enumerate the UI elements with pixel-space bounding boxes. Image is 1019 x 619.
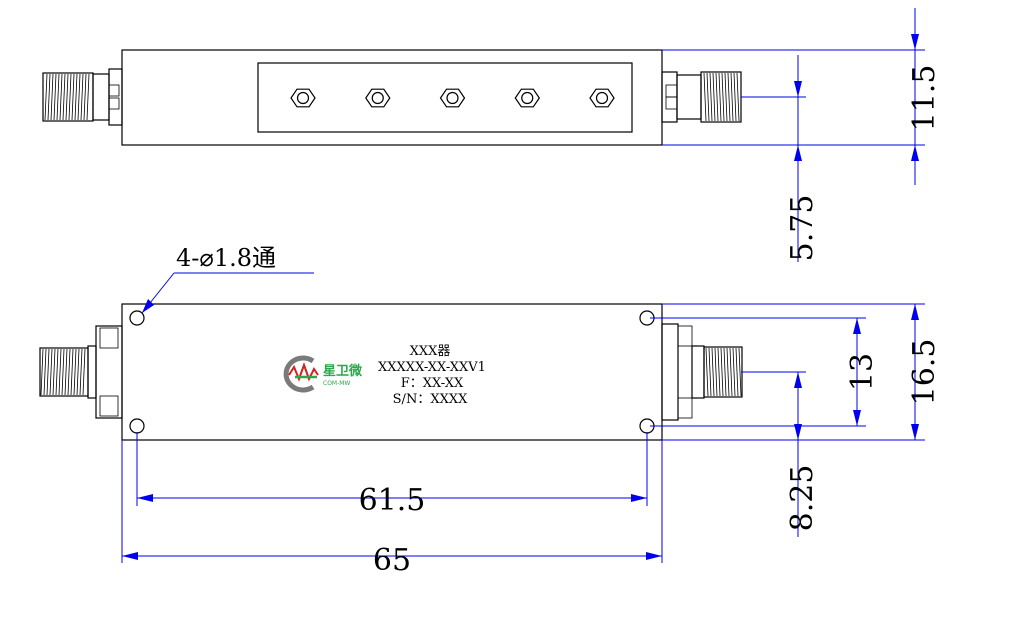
top-left-connector [42,68,123,126]
connector-threads [44,73,90,121]
connector-threads [40,348,86,396]
hole-callout: 4-⌀1.8通 [176,244,276,272]
logo-en: COM-MW [323,380,350,387]
top-body [121,49,663,146]
top-view: 11.5 5.75 [42,8,942,262]
label-line3: F：XX-XX [401,376,464,391]
bottom-right-connector [661,323,743,421]
bottom-view: 4-⌀1.8通 星卫微 COM-MW XXX器 [39,244,942,578]
bottom-dim-length: 65 [373,543,411,578]
label-line2: XXXXX-XX-XXV1 [378,360,486,375]
top-right-connector [661,71,742,123]
bottom-dim-hole-spacing-x: 61.5 [359,483,426,518]
screw-head [439,88,466,108]
screw-head [365,88,391,108]
label-line1: XXX器 [410,344,451,359]
mounting-hole [129,418,145,434]
bottom-dim-hole-spacing-y: 13 [845,353,880,391]
label-line4: S/N：XXXX [393,392,468,407]
top-dim-height: 11.5 [907,65,942,132]
screw-head [589,88,615,108]
logo-cn: 星卫微 [323,363,363,379]
bottom-dim-connector-center: 8.25 [785,465,820,532]
bottom-dim-height: 16.5 [907,339,942,406]
connector-threads [705,347,742,397]
screw-head [290,88,316,108]
top-terminal-strip [257,62,633,133]
company-logo: 星卫微 COM-MW [283,355,363,393]
top-dim-connector-center: 5.75 [785,195,820,262]
bottom-left-connector [39,325,123,419]
screw-head [514,88,541,108]
screw-row [290,88,615,108]
connector-threads [703,72,740,122]
mounting-hole [129,310,145,326]
